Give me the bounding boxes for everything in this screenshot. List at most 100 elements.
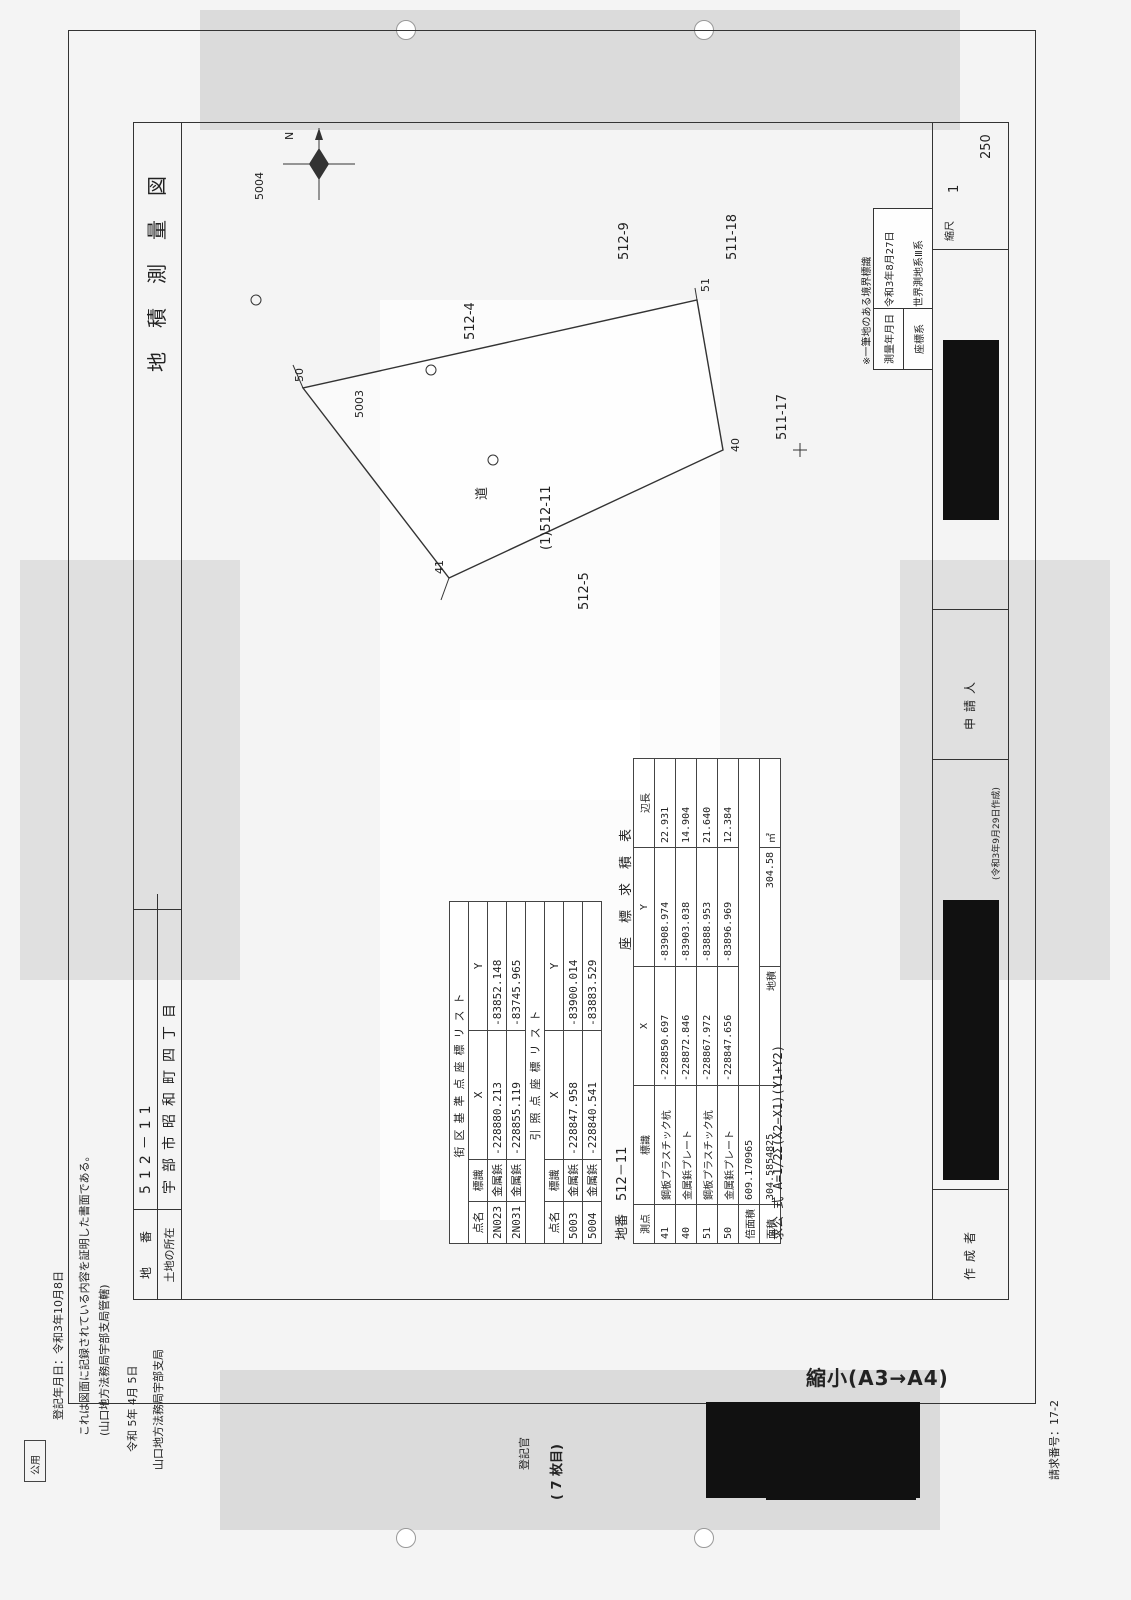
cell: 倍面積 bbox=[738, 1204, 760, 1244]
survey-info-box: ※一筆地のある境界標識 測量年月日 令和3年8月27日 座標系 世界測地系Ⅲ系 bbox=[862, 208, 933, 370]
cell: -83900.014 bbox=[563, 901, 583, 1031]
cell: 51 bbox=[696, 1204, 718, 1244]
point-41: 41 bbox=[433, 560, 446, 574]
col-header: X bbox=[468, 1030, 488, 1160]
mark-note: ※一筆地のある境界標識 bbox=[862, 256, 873, 365]
stamp-text: 公用 bbox=[31, 1455, 42, 1475]
ref-table-title: 引照点座標リスト bbox=[525, 901, 545, 1244]
formula: 求公 式 A=1/2Σ(X2−X1)(Y1+Y2) bbox=[769, 1045, 786, 1240]
date-label: 測量年月日 bbox=[874, 308, 904, 369]
table-row: 51 鋼板プラスチック杭 -228867.972 -83888.953 21.6… bbox=[696, 758, 718, 1244]
reduction-note: 縮小(A3→A4) bbox=[806, 1366, 949, 1390]
registered-date: 登記年月日：令和3年10月8日 bbox=[52, 1271, 65, 1420]
system-label: 座標系 bbox=[903, 308, 932, 369]
coordinate-system: 世界測地系Ⅲ系 bbox=[913, 240, 925, 307]
official-use-stamp: 公用 bbox=[24, 1440, 46, 1482]
lot-512-9-label: 512-9 bbox=[617, 222, 632, 260]
cell: 40 bbox=[675, 1204, 697, 1244]
cell: 金属鋲 bbox=[563, 1159, 583, 1202]
lot-512-4-label: 512-4 bbox=[463, 302, 478, 340]
boundary-mark-icon bbox=[250, 294, 262, 306]
cell: -83896.969 bbox=[717, 847, 739, 967]
cell: ㎡ bbox=[759, 758, 781, 848]
col-header: Y bbox=[468, 901, 488, 1031]
survey-date: 令和3年8月27日 bbox=[885, 231, 896, 307]
table-row: 50 金属鋲プレート -228847.656 -83896.969 12.384 bbox=[717, 758, 739, 1244]
sheet-frame bbox=[68, 30, 1036, 1404]
cell: 5003 bbox=[563, 1201, 583, 1244]
lot-511-18-label: 511-18 bbox=[725, 213, 740, 260]
cell: -228872.846 bbox=[675, 966, 697, 1086]
cell: 金属鋲 bbox=[506, 1159, 526, 1202]
punch-hole bbox=[694, 1528, 714, 1548]
cert-line2: (山口地方法務局宇部支局管轄) bbox=[98, 1284, 111, 1436]
ref-5004-label: 5004 bbox=[253, 172, 266, 200]
col-header: 辺長 bbox=[633, 758, 655, 848]
cell: -83745.965 bbox=[506, 901, 526, 1031]
boundary-mark-icon bbox=[487, 454, 499, 466]
lot-511-17-label: 511-17 bbox=[775, 393, 790, 440]
cell: 12.384 bbox=[717, 758, 739, 848]
cell: 金属鋲プレート bbox=[675, 1085, 697, 1205]
col-header: 点名 bbox=[544, 1201, 564, 1244]
table-row: 41 鋼板プラスチック杭 -228850.697 -83908.974 22.9… bbox=[654, 758, 676, 1244]
request-number: 請求番号：17-2 bbox=[1048, 1400, 1061, 1480]
cell: 14.904 bbox=[675, 758, 697, 848]
cell bbox=[738, 758, 760, 1086]
extension-line bbox=[694, 287, 698, 301]
page-count: ( 7 枚目) bbox=[550, 1444, 565, 1500]
formula-text: 式 A=1/2Σ(X2−X1)(Y1+Y2) bbox=[771, 1045, 785, 1209]
cell: 304.58 bbox=[759, 847, 781, 967]
created-note: (令和3年9月29日作成) bbox=[992, 787, 1002, 880]
formula-prefix: 求公 bbox=[771, 1215, 785, 1240]
cell: 金属鋲プレート bbox=[717, 1085, 739, 1205]
bottom-strip: 作成者 (令和3年9月29日作成) 申請人 縮尺 1 250 bbox=[932, 121, 1009, 1300]
applicant-cell: 申請人 bbox=[933, 609, 1009, 760]
cell: 鋼板プラスチック杭 bbox=[654, 1085, 676, 1205]
table-row: 倍面積 609.170965 bbox=[738, 758, 760, 1244]
street-table-title: 街区基準点座標リスト bbox=[449, 901, 469, 1244]
cell: -83908.974 bbox=[654, 847, 676, 967]
cell: 金属鋲 bbox=[487, 1159, 507, 1202]
calc-title: 座標求積表 bbox=[619, 814, 634, 950]
cell: -83903.038 bbox=[675, 847, 697, 967]
cert-date: 令和 5年 4月 5日 bbox=[126, 1365, 139, 1453]
cell: 50 bbox=[717, 1204, 739, 1244]
cell: -228880.213 bbox=[487, 1030, 507, 1160]
col-header: 標識 bbox=[468, 1159, 488, 1202]
coordinate-list-tables: 街区基準点座標リスト 点名 標識 X Y 2N023 金属鋲 -228880.2… bbox=[449, 900, 602, 1244]
survey-drawing: 地 番 土地の所在 512－11 宇部市昭和町四丁目 地積測量図 N (1)51… bbox=[133, 121, 1009, 1300]
cell: -83852.148 bbox=[487, 901, 507, 1031]
area-calc-table: 測点 標識 X Y 辺長 41 鋼板プラスチック杭 -228850.697 -8… bbox=[633, 758, 781, 1244]
table-row: 40 金属鋲プレート -228872.846 -83903.038 14.904 bbox=[675, 758, 697, 1244]
col-header: 標識 bbox=[544, 1159, 564, 1202]
ref-5003-label: 5003 bbox=[353, 390, 366, 418]
col-header: Y bbox=[544, 901, 564, 1031]
redacted-seal bbox=[766, 1470, 916, 1500]
cell: 2N031 bbox=[506, 1201, 526, 1244]
table-row: 5004 金属鋲 -228840.541 -83883.529 bbox=[582, 901, 602, 1244]
compass-label: N bbox=[283, 131, 296, 140]
col-header: X bbox=[633, 966, 655, 1086]
creator-area: (令和3年9月29日作成) bbox=[933, 759, 1009, 1300]
cell: 2N023 bbox=[487, 1201, 507, 1244]
extension-line bbox=[292, 364, 304, 389]
scale-denominator: 250 bbox=[979, 134, 994, 159]
col-header: Y bbox=[633, 847, 655, 967]
cell: -83888.953 bbox=[696, 847, 718, 967]
plot-svg bbox=[250, 128, 807, 601]
scale-numerator: 1 bbox=[947, 184, 962, 193]
point-51: 51 bbox=[699, 278, 712, 292]
lot-boundary bbox=[301, 299, 724, 579]
col-header: X bbox=[544, 1030, 564, 1160]
cell: -228855.119 bbox=[506, 1030, 526, 1160]
cell: 5004 bbox=[582, 1201, 602, 1244]
col-header: 標識 bbox=[633, 1085, 655, 1205]
col-header: 測点 bbox=[633, 1204, 655, 1244]
table-row: 2N023 金属鋲 -228880.213 -83852.148 bbox=[487, 901, 507, 1244]
cell: 21.640 bbox=[696, 758, 718, 848]
compass-icon bbox=[283, 128, 355, 200]
cell: 609.170965 bbox=[738, 1085, 760, 1205]
lot-main-label: (1)512-11 bbox=[539, 485, 554, 550]
cell: -228847.656 bbox=[717, 966, 739, 1086]
